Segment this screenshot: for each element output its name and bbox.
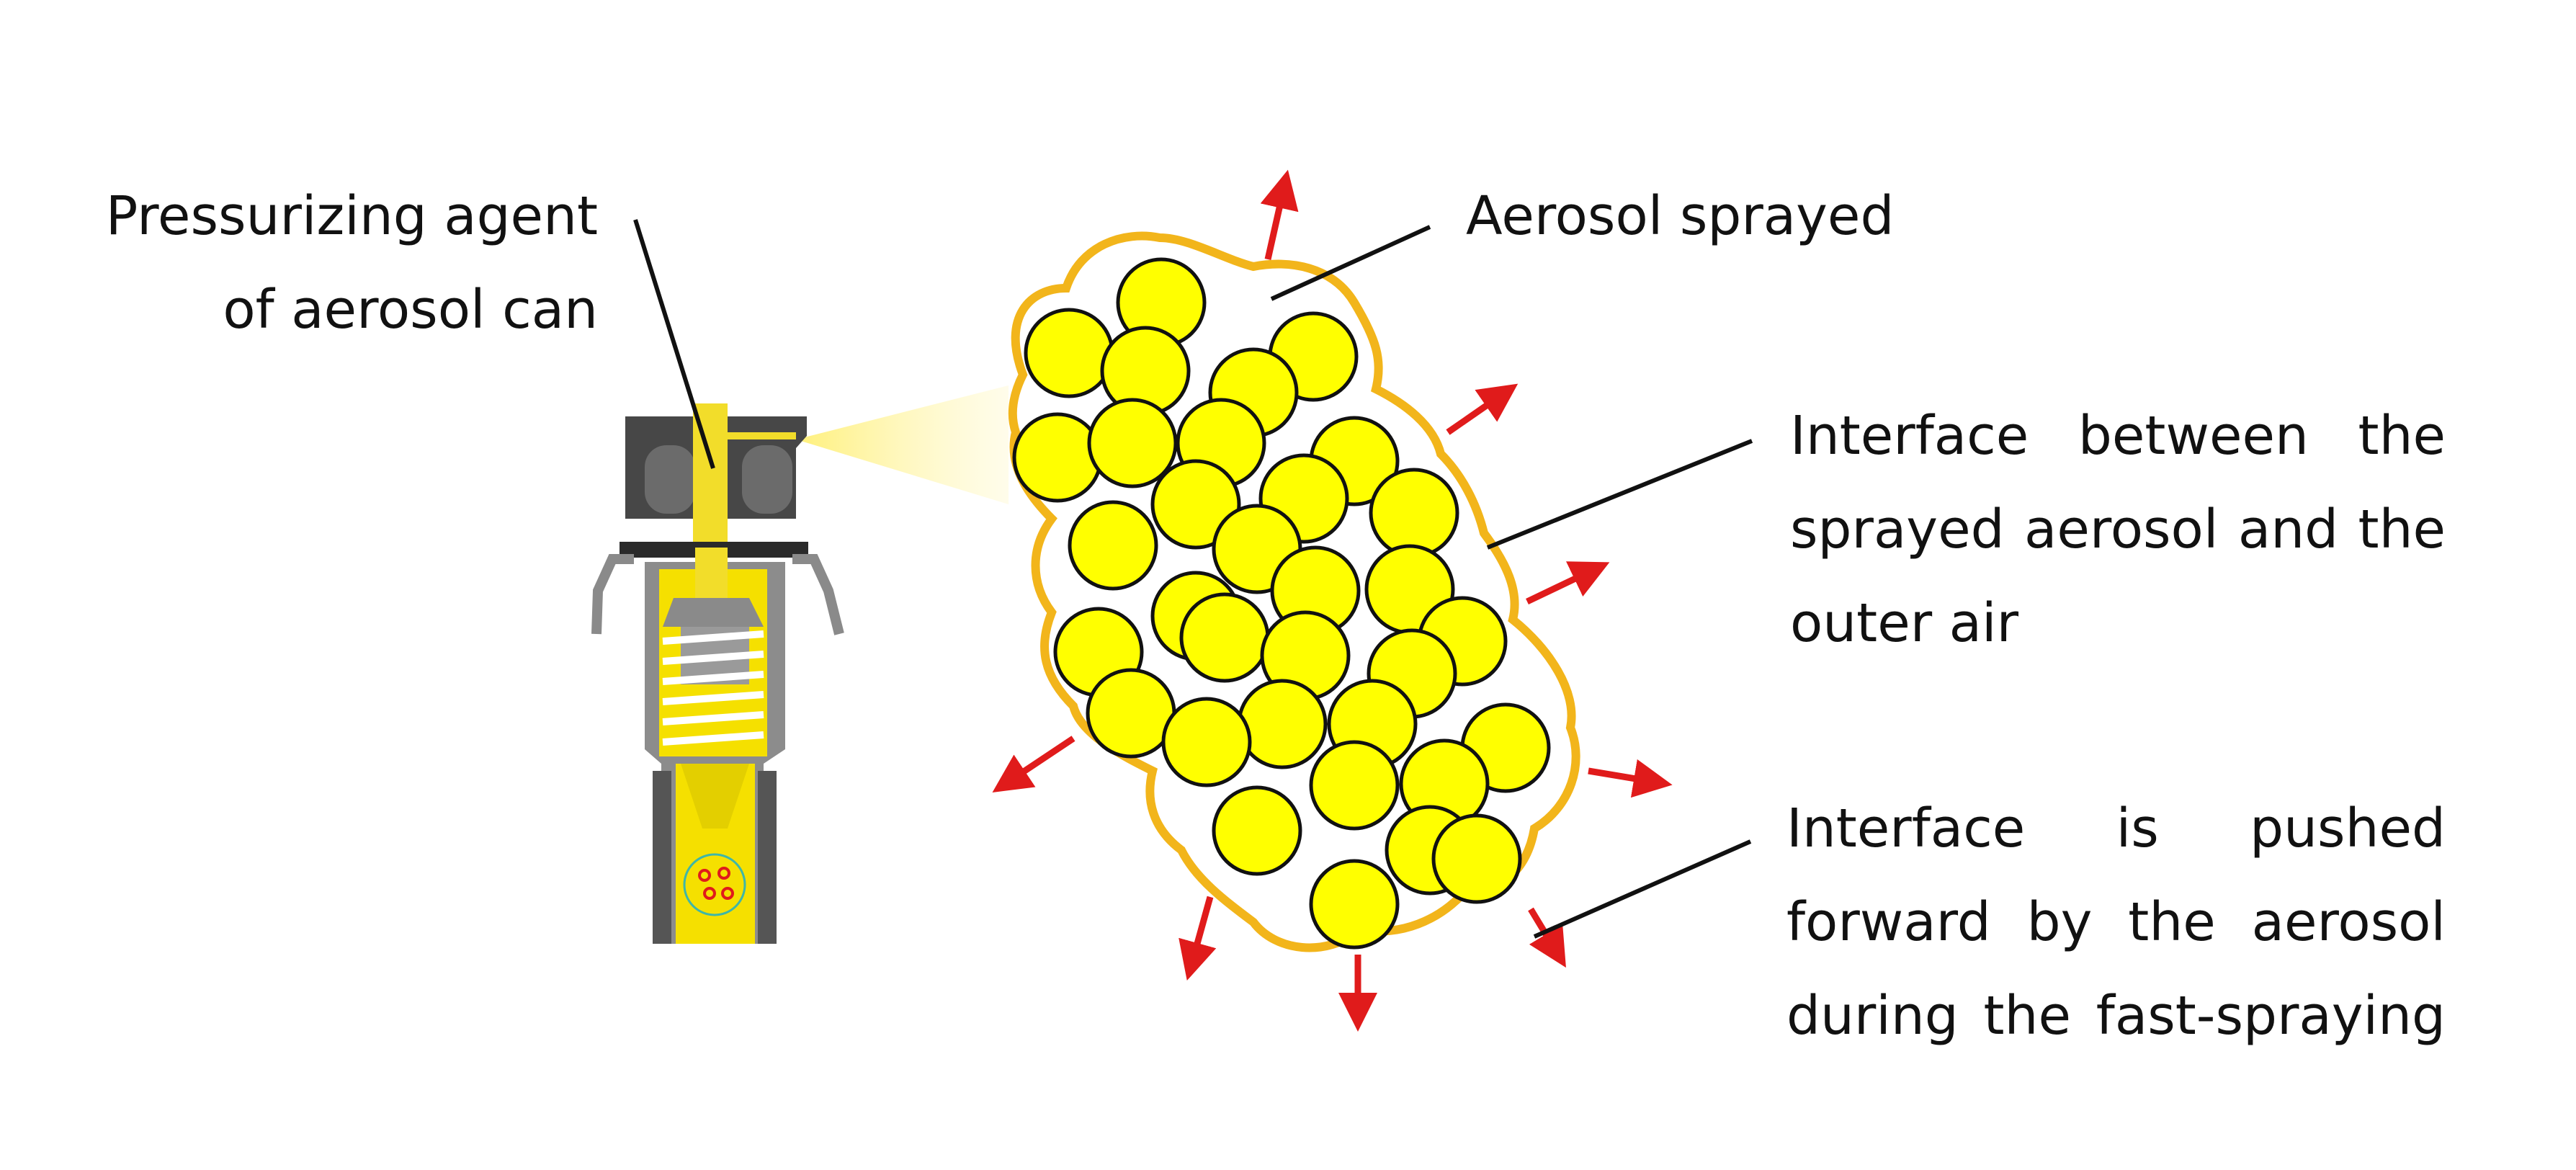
label-interface-between: Interface between the sprayed aerosol an… bbox=[1790, 405, 2446, 654]
droplet bbox=[1431, 813, 1522, 904]
aerosol-cloud bbox=[1008, 231, 1580, 952]
aerosol-droplets bbox=[1012, 257, 1551, 950]
droplet bbox=[1369, 468, 1459, 558]
leader-interface-pushed bbox=[1533, 839, 1752, 939]
droplet bbox=[1161, 697, 1252, 787]
droplet bbox=[1150, 459, 1241, 550]
leader-interface-between bbox=[1486, 439, 1753, 550]
label-interface-pushed: Interface is pushed forward by the aeros… bbox=[1786, 798, 2446, 1047]
droplet bbox=[1237, 679, 1328, 769]
spray-cone bbox=[796, 385, 1009, 504]
leader-pressurizing-agent bbox=[633, 219, 715, 469]
droplet bbox=[1012, 412, 1103, 503]
droplet bbox=[1309, 859, 1400, 950]
expansion-arrow bbox=[1446, 383, 1519, 435]
droplet bbox=[1179, 592, 1270, 683]
expansion-arrow bbox=[1526, 561, 1610, 605]
valve-spring bbox=[662, 630, 764, 746]
leader-aerosol-sprayed bbox=[1270, 225, 1431, 301]
leader-lines bbox=[633, 219, 1753, 939]
droplet bbox=[1309, 740, 1400, 831]
expansion-arrow bbox=[992, 736, 1075, 792]
pressurizing-agent-bubble bbox=[683, 853, 746, 916]
expansion-arrow bbox=[1588, 759, 1673, 798]
droplet bbox=[1212, 785, 1302, 876]
expansion-arrow bbox=[1528, 907, 1566, 968]
droplet bbox=[1024, 308, 1114, 398]
label-aerosol-sprayed: Aerosol sprayed bbox=[1466, 185, 1895, 247]
spray-nozzle bbox=[591, 385, 1009, 944]
expansion-arrow bbox=[1179, 896, 1217, 981]
droplet bbox=[1086, 668, 1176, 759]
label-pressurizing-agent: Pressurizing agent of aerosol can bbox=[105, 185, 598, 341]
expansion-arrow bbox=[1260, 169, 1299, 260]
droplet bbox=[1087, 398, 1178, 488]
droplet bbox=[1068, 500, 1158, 591]
outward-arrows bbox=[992, 169, 1673, 1032]
